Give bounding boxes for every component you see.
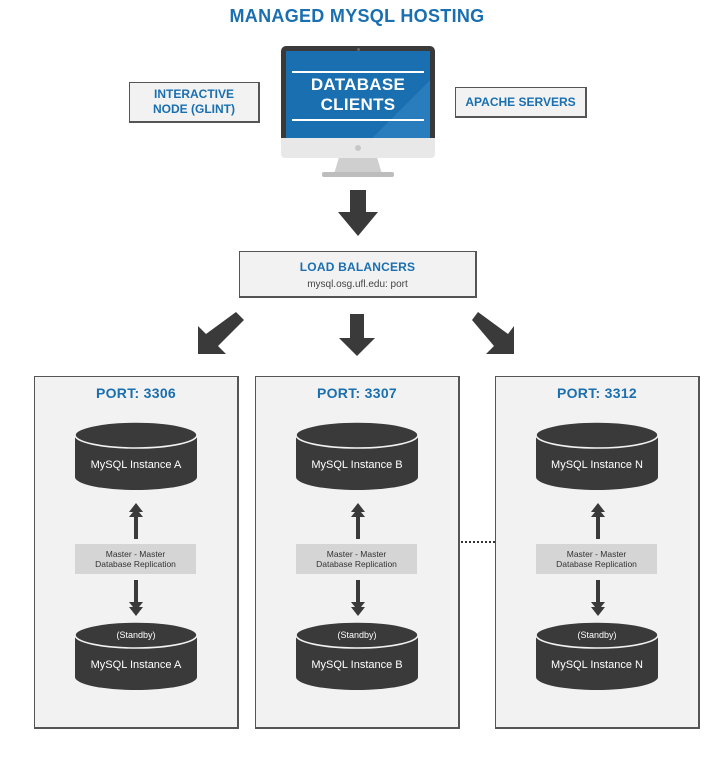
load-balancer-address: mysql.osg.ufl.edu: port bbox=[307, 279, 408, 290]
database-icon bbox=[296, 621, 418, 690]
replication-line2: Database Replication bbox=[556, 559, 637, 569]
arrow-down-right-icon bbox=[472, 312, 514, 354]
standby-instance-label: MySQL Instance B bbox=[311, 659, 403, 671]
database-icon bbox=[75, 621, 197, 690]
port-title: PORT: 3312 bbox=[556, 385, 638, 401]
monitor-screen bbox=[286, 51, 430, 138]
database-icon bbox=[296, 421, 418, 490]
screen-divider-bottom bbox=[292, 119, 424, 121]
arrow-up-icon bbox=[591, 503, 605, 539]
monitor-stand bbox=[334, 158, 382, 174]
load-balancer-title: LOAD BALANCERS bbox=[299, 260, 416, 274]
apache-servers-label: APACHE SERVERS bbox=[465, 94, 576, 109]
port-title: PORT: 3307 bbox=[316, 385, 398, 401]
database-icon bbox=[536, 621, 658, 690]
arrow-down-icon bbox=[339, 314, 375, 356]
database-clients-label: DATABASE CLIENTS bbox=[286, 75, 430, 115]
arrow-up-icon bbox=[351, 503, 365, 539]
port-panel-3312: PORT: 3312 MySQL Instance N Master - Mas… bbox=[495, 376, 700, 729]
arrow-down-icon bbox=[129, 580, 143, 616]
database-icon bbox=[75, 421, 197, 490]
arrow-down-icon bbox=[338, 190, 378, 236]
arrow-down-left-icon bbox=[198, 312, 244, 354]
load-balancer-box: LOAD BALANCERS mysql.osg.ufl.edu: port bbox=[239, 251, 477, 298]
primary-instance-label: MySQL Instance B bbox=[311, 459, 403, 471]
port-panel-3306: PORT: 3306 MySQL Instance A Master - Mas… bbox=[34, 376, 239, 729]
port-title: PORT: 3306 bbox=[95, 385, 177, 401]
interactive-node-label-line2: NODE (GLINT) bbox=[153, 102, 235, 116]
arrow-down-icon bbox=[351, 580, 365, 616]
replication-line2: Database Replication bbox=[95, 559, 176, 569]
standby-tag: (Standby) bbox=[337, 630, 377, 640]
screen-divider-top bbox=[292, 71, 424, 73]
monitor-foot bbox=[322, 172, 394, 177]
interactive-node-label-line1: INTERACTIVE bbox=[153, 87, 234, 101]
primary-instance-label: MySQL Instance A bbox=[90, 459, 182, 471]
replication-line1: Master - Master bbox=[105, 549, 166, 559]
replication-box: Master - Master Database Replication bbox=[536, 544, 657, 574]
standby-instance-label: MySQL Instance A bbox=[90, 659, 182, 671]
primary-instance-label: MySQL Instance N bbox=[551, 459, 643, 471]
monitor-button bbox=[355, 145, 361, 151]
replication-box: Master - Master Database Replication bbox=[75, 544, 196, 574]
apache-servers-box: APACHE SERVERS bbox=[455, 87, 587, 118]
arrow-up-icon bbox=[129, 503, 143, 539]
standby-tag: (Standby) bbox=[116, 630, 156, 640]
port-panel-3307: PORT: 3307 MySQL Instance B Master - Mas… bbox=[255, 376, 460, 729]
standby-tag: (Standby) bbox=[577, 630, 617, 640]
monitor-label-line1: DATABASE bbox=[310, 75, 406, 94]
dotted-connector bbox=[461, 541, 495, 543]
arrow-down-icon bbox=[591, 580, 605, 616]
replication-line1: Master - Master bbox=[326, 549, 387, 559]
monitor-camera bbox=[357, 48, 360, 51]
replication-line2: Database Replication bbox=[316, 559, 397, 569]
standby-instance-label: MySQL Instance N bbox=[551, 659, 643, 671]
replication-box: Master - Master Database Replication bbox=[296, 544, 417, 574]
interactive-node-box: INTERACTIVE NODE (GLINT) bbox=[129, 82, 260, 123]
database-icon bbox=[536, 421, 658, 490]
replication-line1: Master - Master bbox=[566, 549, 627, 559]
monitor-label-line2: CLIENTS bbox=[320, 95, 396, 114]
page-title: MANAGED MYSQL HOSTING bbox=[229, 6, 485, 26]
